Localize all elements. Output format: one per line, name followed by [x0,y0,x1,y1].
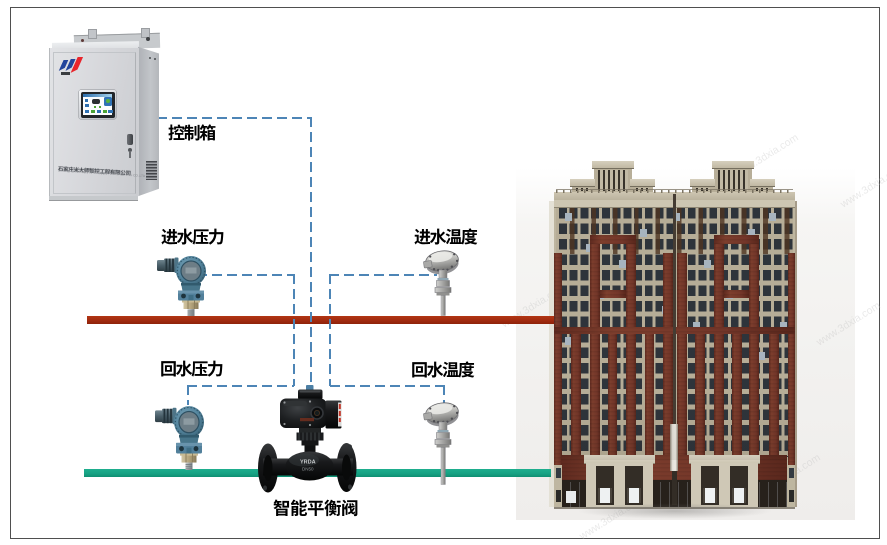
svg-text:DN50: DN50 [302,467,314,472]
svg-text:YRDA: YRDA [300,460,316,466]
